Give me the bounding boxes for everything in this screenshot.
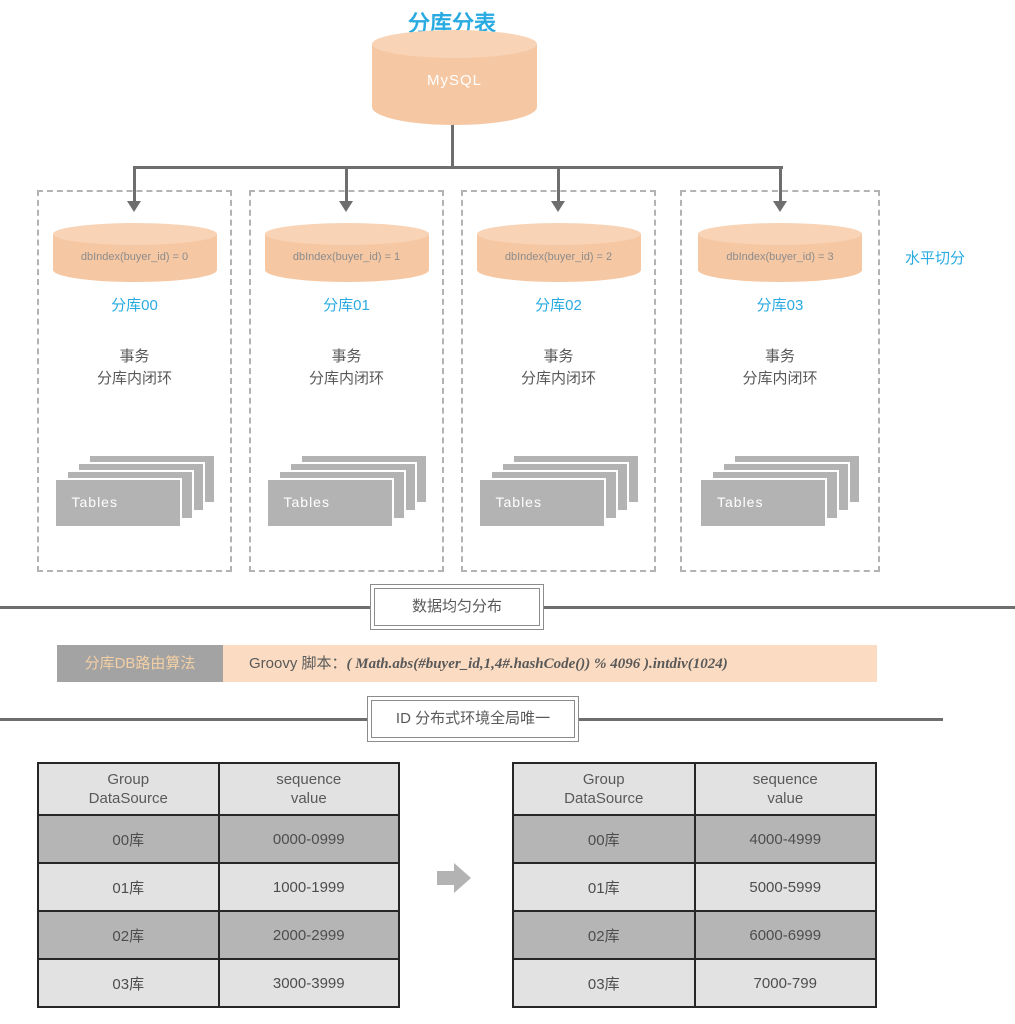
tables-stack: Tables xyxy=(699,454,861,532)
group-cell: 03库 xyxy=(37,958,220,1008)
routing-script-prefix: Groovy 脚本： xyxy=(249,655,347,672)
group-cell: 02库 xyxy=(512,910,696,960)
shard-box-01: dbIndex(buyer_id) = 1 分库01 事务 分库内闭环 Tabl… xyxy=(249,190,444,572)
global-id-box: ID 分布式环境全局唯一 xyxy=(371,700,575,738)
sequence-cell: 0000-0999 xyxy=(217,814,400,864)
sequence-cell: 2000-2999 xyxy=(217,910,400,960)
sequence-cell: 1000-1999 xyxy=(217,862,400,912)
shard-note: 事务 分库内闭环 xyxy=(96,348,172,387)
group-cell: 01库 xyxy=(37,862,220,912)
shard-note: 事务 分库内闭环 xyxy=(308,348,384,387)
table-sheet-front: Tables xyxy=(477,478,606,528)
table-row: 02库 6000-6999 xyxy=(512,910,877,960)
header-cell-group: Group DataSource xyxy=(512,762,696,816)
group-cell: 00库 xyxy=(37,814,220,864)
tables-stack: Tables xyxy=(265,454,428,532)
shard-box-03: dbIndex(buyer_id) = 3 分库03 事务 分库内闭环 Tabl… xyxy=(680,190,880,572)
sequence-cell: 7000-799 xyxy=(693,958,877,1008)
table-header-row: Group DataSource sequence value xyxy=(37,762,400,816)
arrow-head xyxy=(454,863,471,893)
arrow-down-icon xyxy=(339,201,353,212)
connector-drop-line xyxy=(133,166,136,203)
table-sheet-front: Tables xyxy=(699,478,827,528)
table-row: 01库 5000-5999 xyxy=(512,862,877,912)
sequence-cell: 5000-5999 xyxy=(693,862,877,912)
mysql-label: MySQL xyxy=(426,72,482,89)
shard-name: 分库02 xyxy=(535,297,582,314)
db-index-label: dbIndex(buyer_id) = 2 xyxy=(504,251,613,263)
connector-trunk-line xyxy=(451,125,454,167)
connector-drop-line xyxy=(345,166,348,203)
shard-cylinder: dbIndex(buyer_id) = 1 xyxy=(264,223,429,282)
even-distribution-box: 数据均匀分布 xyxy=(374,588,540,626)
header-cell-sequence: sequence value xyxy=(217,762,400,816)
arrow-down-icon xyxy=(551,201,565,212)
table-header-row: Group DataSource sequence value xyxy=(512,762,877,816)
sequence-table-before: Group DataSource sequence value 00库 0000… xyxy=(37,762,400,1008)
horizontal-split-label: 水平切分 xyxy=(905,250,966,267)
shard-box-00: dbIndex(buyer_id) = 0 分库00 事务 分库内闭环 Tabl… xyxy=(37,190,232,572)
connector-horizontal-line xyxy=(133,166,783,169)
sequence-cell: 4000-4999 xyxy=(693,814,877,864)
table-row: 03库 7000-799 xyxy=(512,958,877,1008)
connector-drop-line xyxy=(557,166,560,203)
arrow-down-icon xyxy=(773,201,787,212)
group-cell: 00库 xyxy=(512,814,696,864)
arrow-down-icon xyxy=(127,201,141,212)
shard-cylinder: dbIndex(buyer_id) = 2 xyxy=(476,223,641,282)
db-index-label: dbIndex(buyer_id) = 0 xyxy=(80,251,189,263)
header-cell-group: Group DataSource xyxy=(37,762,220,816)
group-cell: 02库 xyxy=(37,910,220,960)
shard-note: 事务 分库内闭环 xyxy=(520,348,596,387)
shard-name: 分库03 xyxy=(756,297,804,314)
table-sheet-front: Tables xyxy=(53,478,182,528)
shard-cylinder: dbIndex(buyer_id) = 0 xyxy=(52,223,217,282)
tables-stack: Tables xyxy=(53,454,216,532)
table-row: 00库 0000-0999 xyxy=(37,814,400,864)
table-row: 00库 4000-4999 xyxy=(512,814,877,864)
shard-box-02: dbIndex(buyer_id) = 2 分库02 事务 分库内闭环 Tabl… xyxy=(461,190,656,572)
shard-name: 分库00 xyxy=(111,297,158,314)
table-sheet-front: Tables xyxy=(265,478,394,528)
group-cell: 01库 xyxy=(512,862,696,912)
mysql-database-cylinder: MySQL xyxy=(372,30,537,125)
db-index-label: dbIndex(buyer_id) = 3 xyxy=(726,251,834,263)
connector-drop-line xyxy=(779,166,782,203)
sequence-cell: 6000-6999 xyxy=(693,910,877,960)
routing-algorithm-label: 分库DB路由算法 xyxy=(57,645,223,682)
routing-script-box: Groovy 脚本：( Math.abs(#buyer_id,1,4#.hash… xyxy=(223,645,877,682)
transform-arrow-icon xyxy=(437,863,473,893)
db-index-label: dbIndex(buyer_id) = 1 xyxy=(292,251,401,263)
shard-cylinder: dbIndex(buyer_id) = 3 xyxy=(698,223,862,282)
tables-stack: Tables xyxy=(477,454,640,532)
shard-note: 事务 分库内闭环 xyxy=(742,348,818,387)
shard-name: 分库01 xyxy=(323,297,370,314)
sequence-table-after: Group DataSource sequence value 00库 4000… xyxy=(512,762,877,1008)
routing-script-formula: ( Math.abs(#buyer_id,1,4#.hashCode()) % … xyxy=(346,656,728,672)
table-row: 01库 1000-1999 xyxy=(37,862,400,912)
table-row: 03库 3000-3999 xyxy=(37,958,400,1008)
group-cell: 03库 xyxy=(512,958,696,1008)
table-row: 02库 2000-2999 xyxy=(37,910,400,960)
arrow-body xyxy=(437,871,454,885)
sequence-cell: 3000-3999 xyxy=(217,958,400,1008)
header-cell-sequence: sequence value xyxy=(693,762,877,816)
